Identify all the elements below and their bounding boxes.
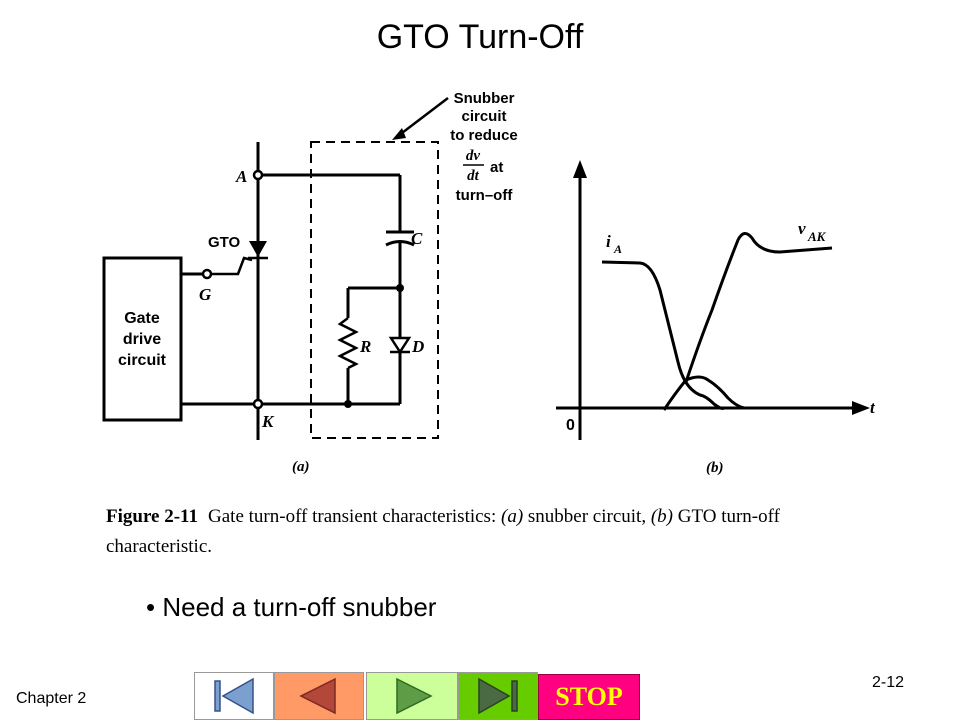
x-axis-arrow [852, 401, 870, 415]
junction-dot-top [396, 284, 404, 292]
vak-curve [684, 232, 833, 383]
cap-label: C [411, 229, 423, 248]
gate-drive-line-2: drive [123, 331, 161, 348]
waveform-plot [556, 170, 860, 440]
gate-drive-line-1: Gate [124, 310, 160, 327]
node-a-label: A [235, 167, 247, 186]
first-slide-icon [214, 677, 254, 715]
caption-mid-1: snubber circuit, [523, 506, 651, 527]
t-label: t [870, 398, 876, 417]
caption-figure-label: Figure 2-11 [106, 506, 198, 527]
subfigure-a-label: (a) [292, 459, 310, 475]
gto-triangle [249, 241, 267, 257]
snubber-note-line-1: Snubber [454, 90, 515, 107]
last-slide-button[interactable] [458, 672, 538, 720]
page-number: 2-12 [872, 674, 905, 691]
gto-label: GTO [208, 234, 241, 251]
dv-label: dv [466, 148, 481, 164]
snubber-dashed-box [310, 141, 439, 439]
gate-wire-right [210, 256, 253, 276]
ia-label: i [606, 232, 611, 251]
res-label: R [359, 337, 371, 356]
stop-button[interactable]: STOP [538, 674, 640, 720]
caption-text-1: Gate turn-off transient characteristics: [208, 506, 501, 527]
gate-drive-line-3: circuit [118, 352, 167, 369]
note-arrowhead [392, 128, 406, 140]
node-k-label: K [261, 412, 275, 431]
resistor-zigzag [337, 317, 359, 370]
chapter-label: Chapter 2 [16, 690, 87, 707]
previous-slide-button[interactable] [274, 672, 364, 720]
bullet-point: • Need a turn-off snubber [146, 592, 437, 622]
ia-subscript: A [613, 242, 622, 256]
capacitor-plate-bottom [385, 240, 415, 247]
origin-label: 0 [566, 417, 575, 434]
terminals [201, 169, 264, 410]
tail-current-curve [662, 375, 745, 411]
snubber-note-line-2: circuit [461, 108, 506, 125]
dt-label: dt [467, 168, 480, 184]
subfigure-b-label: (b) [706, 460, 724, 476]
caption-a: (a) [501, 506, 523, 527]
last-slide-icon [478, 677, 518, 715]
diode-triangle [388, 336, 412, 355]
terminal-k [252, 398, 264, 410]
junction-dot-bottom [344, 400, 352, 408]
y-axis-arrow [573, 160, 587, 178]
diagram-fills [249, 128, 412, 408]
slide-title: GTO Turn-Off [376, 18, 584, 56]
note-arrow-line [397, 97, 449, 137]
caption-b: (b) [651, 506, 673, 527]
next-slide-button[interactable] [366, 672, 458, 720]
terminal-a [252, 169, 264, 181]
snubber-circuit-diagram [102, 97, 449, 440]
at-label: at [490, 159, 503, 176]
terminal-g [201, 268, 213, 280]
figure-caption-line-1: Figure 2-11 Gate turn-off transient chara… [106, 506, 781, 527]
next-slide-icon [396, 677, 433, 715]
ia-curve [601, 260, 726, 410]
diode-label: D [411, 337, 424, 356]
turn-off-label: turn–off [456, 187, 514, 204]
snubber-note-line-3: to reduce [450, 127, 518, 144]
figure-caption-line-2: characteristic. [106, 536, 212, 557]
node-g-label: G [199, 285, 212, 304]
vak-label: v [798, 219, 806, 238]
caption-mid-2: GTO turn-off [673, 506, 781, 527]
vak-subscript: AK [807, 229, 827, 244]
gate-drive-box [102, 256, 183, 422]
previous-slide-icon [299, 677, 336, 715]
first-slide-button[interactable] [194, 672, 274, 720]
